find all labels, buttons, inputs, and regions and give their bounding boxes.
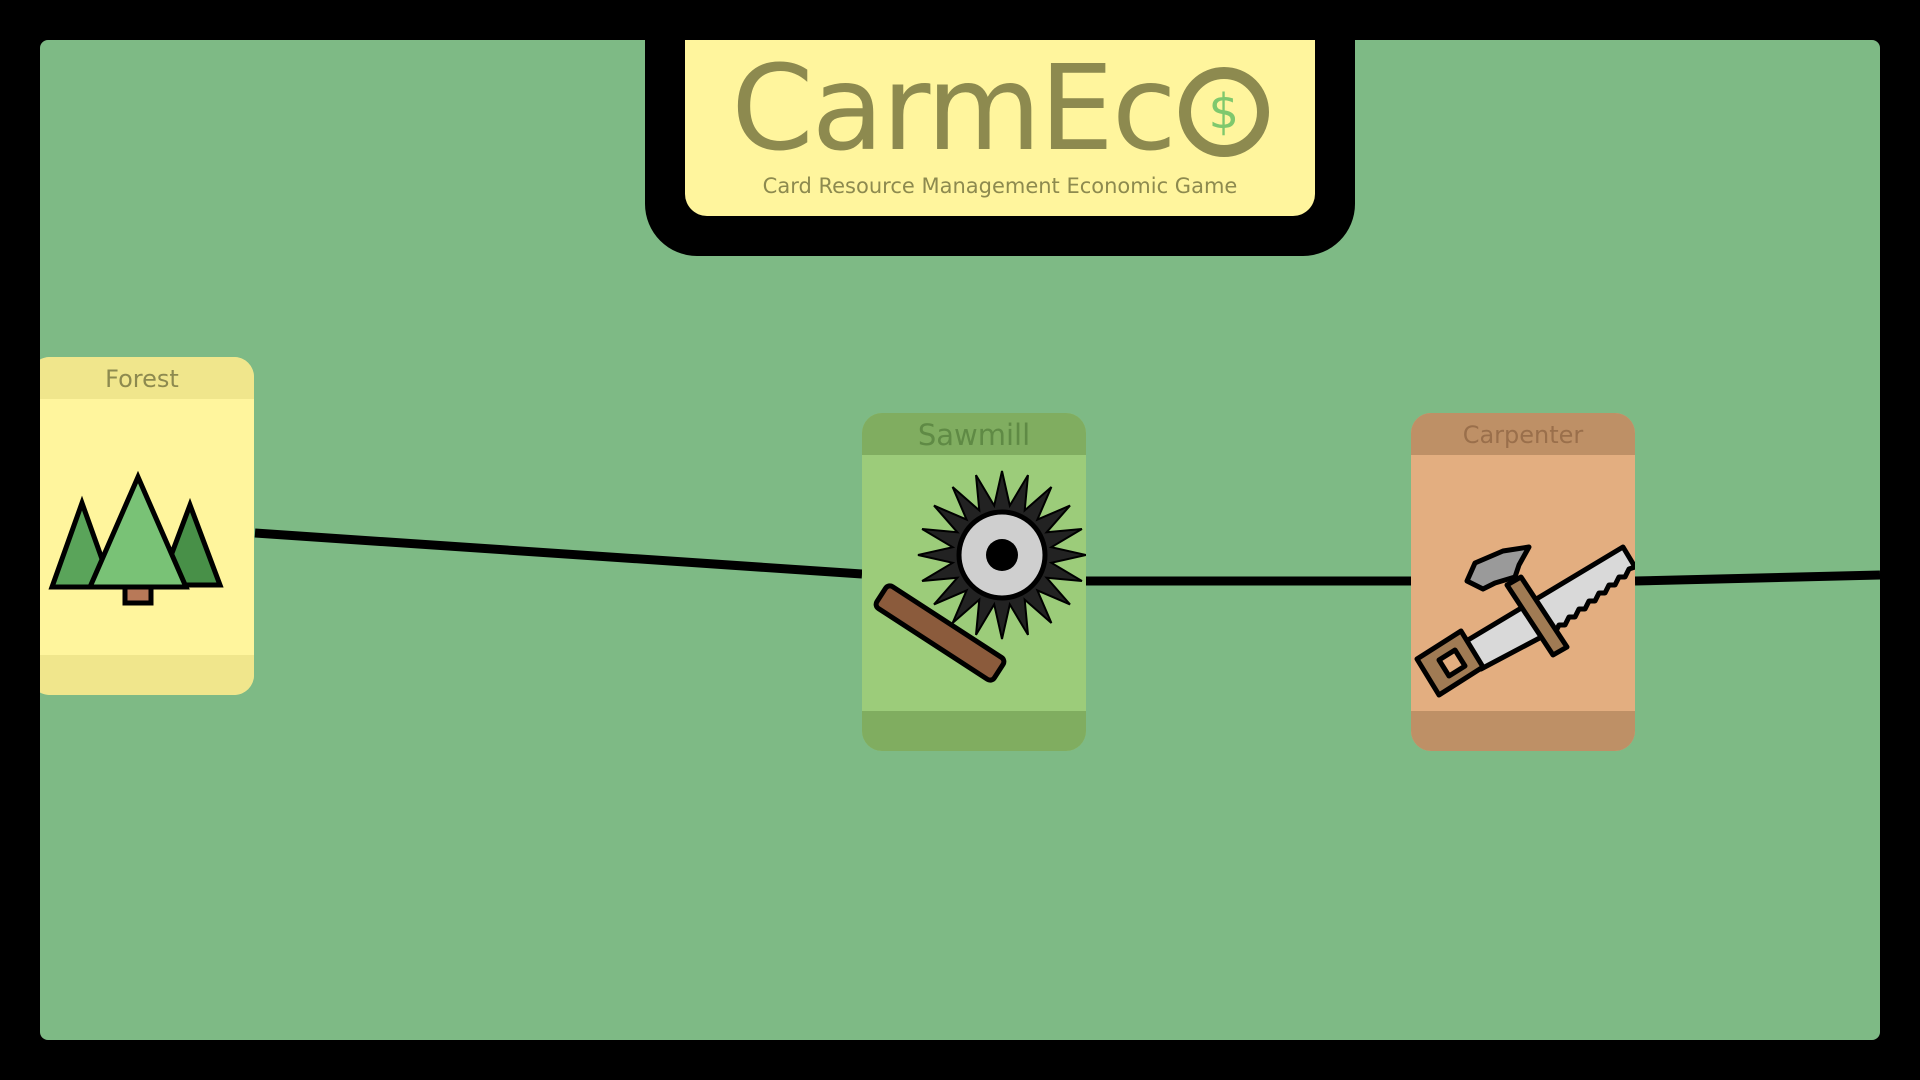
game-title: CarmEc$ — [685, 44, 1315, 172]
game-title-text: CarmEc — [731, 40, 1177, 177]
game-board[interactable]: CarmEc$ Card Resource Management Economi… — [40, 40, 1880, 1040]
card-sawmill-footer — [862, 711, 1086, 751]
card-sawmill-title: Sawmill — [862, 413, 1086, 455]
connection-forest-sawmill — [254, 528, 863, 579]
coin-symbol: $ — [1208, 84, 1240, 140]
circular-saw-log-icon — [862, 455, 1086, 711]
card-carpenter-footer — [1411, 711, 1635, 751]
connection-carpenter-offscreen — [1634, 570, 1880, 586]
card-sawmill[interactable]: Sawmill — [862, 413, 1086, 751]
hammer-saw-icon — [1411, 455, 1635, 711]
card-forest-footer — [40, 655, 254, 695]
card-carpenter-title: Carpenter — [1411, 413, 1635, 455]
card-forest[interactable]: Forest — [40, 357, 254, 695]
dollar-coin-icon: $ — [1178, 67, 1269, 157]
card-carpenter[interactable]: Carpenter — [1411, 413, 1635, 751]
game-subtitle: Card Resource Management Economic Game — [762, 174, 1238, 198]
card-connections — [254, 528, 1880, 586]
pine-trees-icon — [40, 399, 254, 655]
card-forest-title: Forest — [40, 357, 254, 399]
title-panel: CarmEc$ Card Resource Management Economi… — [685, 40, 1315, 216]
